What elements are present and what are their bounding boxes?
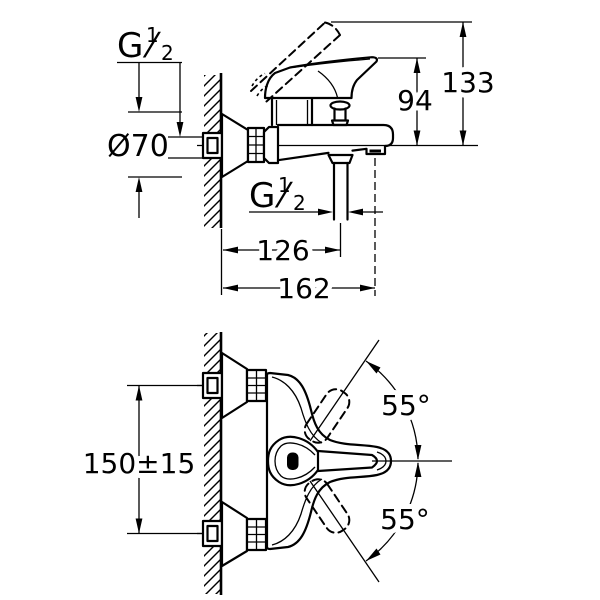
lower-inlet-fitting (201, 519, 224, 548)
inlet-spacing-value: 150±15 (83, 447, 196, 480)
dim-outlet-depth: 126 (220, 158, 376, 296)
cartridge-housing (270, 96, 314, 127)
lever-handle-open-dashed (250, 21, 341, 103)
escutcheon-diameter-label: Ø70 (107, 129, 169, 164)
lever-slot (287, 452, 299, 470)
dim-outlet-thread: G 1 ⁄ 2 (249, 173, 383, 216)
inlet-fitting (201, 131, 224, 160)
union-nut-knurled (246, 126, 266, 164)
diverter-knob (329, 100, 351, 127)
shower-outlet-pipe (332, 161, 349, 221)
swivel-angle-lower-value: 55° (380, 503, 430, 536)
lever-handle (251, 56, 379, 100)
dim-total-depth: 162 (223, 267, 375, 310)
upper-union-nut (245, 368, 268, 403)
shower-outlet-flange (327, 153, 354, 165)
dim-handle-height: 94 (378, 57, 438, 146)
dim-swivel-angle-lower: 55° (309, 462, 435, 583)
swivel-angle-upper-value: 55° (381, 389, 431, 422)
outlet-depth-value: 126 (256, 234, 309, 267)
union-nut (262, 125, 280, 165)
aerator-screen (369, 149, 381, 153)
dim-swivel-angle-upper: 55° (309, 339, 452, 462)
dim-escutcheon-diameter: Ø70 (107, 129, 169, 164)
outlet-thread-denominator: 2 (293, 191, 306, 215)
wall-thread-denominator: 2 (161, 41, 174, 65)
plan-view: 150±15 55° 55° (78, 332, 452, 595)
dim-handle-height-open: 133 (331, 21, 500, 146)
upper-escutcheon (220, 351, 249, 420)
outlet-thread-numerator: 1 (278, 173, 291, 197)
lower-escutcheon (220, 500, 249, 568)
lower-union-nut (245, 517, 268, 552)
outlet-thread-label: G (249, 176, 275, 216)
total-depth-value: 162 (277, 272, 330, 305)
dim-inlet-spacing: 150±15 (78, 384, 203, 535)
faucet-body (276, 123, 395, 221)
escutcheon (220, 112, 250, 179)
handle-height-open-value: 133 (441, 66, 494, 99)
side-view: G 1 ⁄ 2 Ø70 94 133 G 1 (107, 21, 500, 310)
dim-wall-thread: G 1 ⁄ 2 (117, 23, 203, 218)
wall-thread-label: G (117, 26, 143, 66)
upper-inlet-fitting (201, 371, 224, 400)
wall-thread-numerator: 1 (146, 23, 159, 47)
handle-height-value: 94 (397, 84, 433, 117)
